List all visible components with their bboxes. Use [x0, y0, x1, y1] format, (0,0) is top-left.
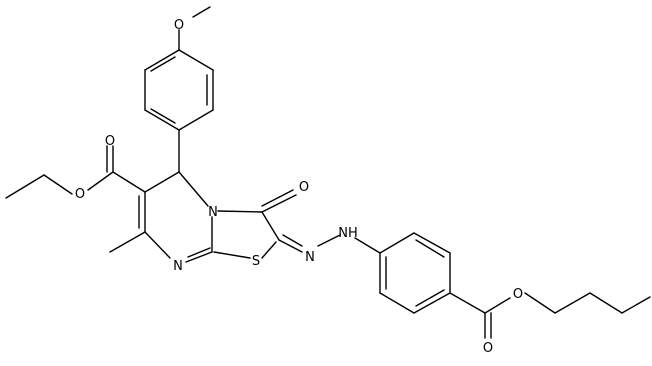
atom-label-ester-carbonyl-o: O: [105, 134, 115, 149]
bond-lines: [5, 6, 651, 339]
atom-label-butyl-ether-o: O: [513, 287, 523, 302]
atom-label-hydrazone-nh: NH: [338, 226, 358, 241]
atom-labels: O O O N N O S NH N O O: [75, 18, 523, 356]
atom-label-butyl-carbonyl-o: O: [483, 341, 493, 356]
atom-label-methoxy-o: O: [174, 18, 184, 33]
atom-label-hydrazone-n: N: [305, 250, 315, 265]
atom-label-ring-s: S: [252, 254, 260, 269]
atom-label-oxo-o: O: [299, 180, 309, 195]
atom-label-ring-n: N: [208, 205, 218, 220]
atom-label-ester-ether-o: O: [75, 187, 85, 202]
atom-label-ring-n-lower: N: [173, 259, 183, 274]
